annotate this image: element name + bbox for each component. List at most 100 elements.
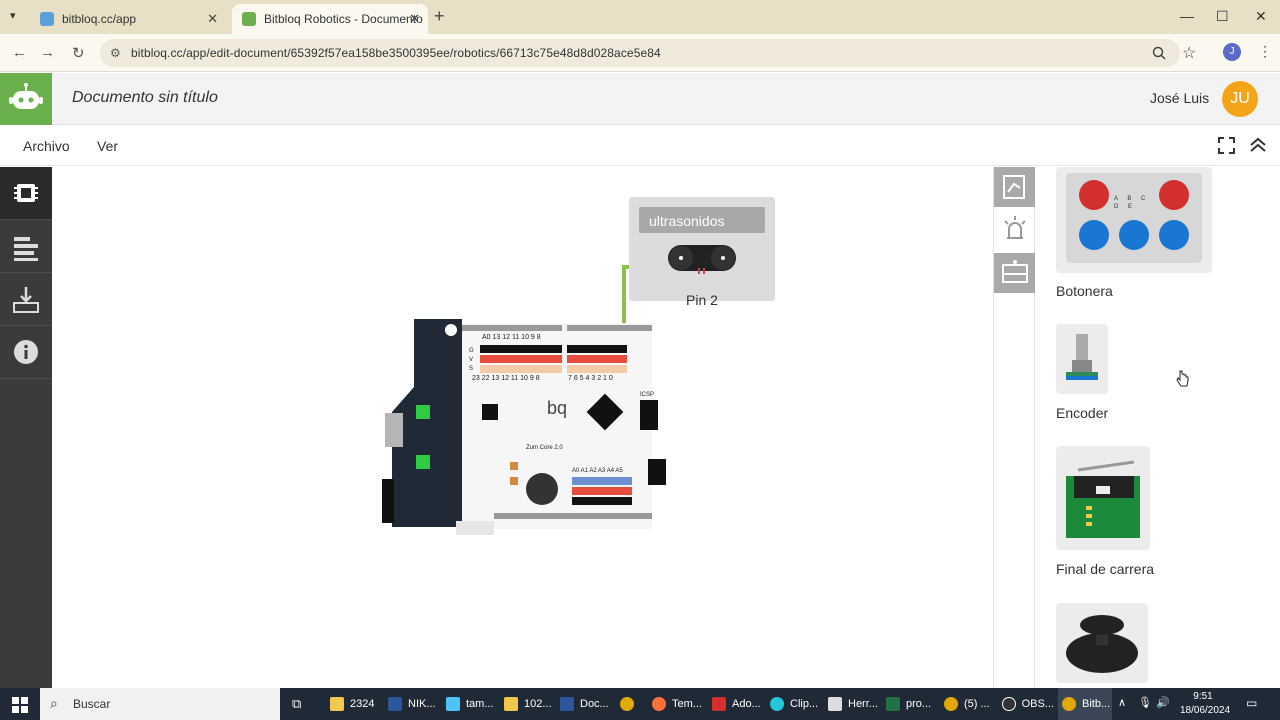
app-icon [446, 697, 460, 711]
taskbar-item[interactable]: tam... [446, 688, 498, 720]
browser-tab-robotics[interactable]: Bitbloq Robotics - Documento ✕ [232, 4, 428, 34]
taskbar-item-label: Tem... [672, 698, 702, 710]
taskbar-item[interactable]: NIK... [388, 688, 440, 720]
clock-time: 9:51 [1193, 691, 1213, 702]
taskbar-item-label: Bitb... [1082, 698, 1111, 710]
sidebar-upload[interactable] [0, 273, 52, 326]
taskbar-item[interactable]: Doc... [560, 688, 612, 720]
taskbar-item-label: pro... [906, 698, 932, 710]
hardware-canvas[interactable]: ultrasonidos Pin 2 [52, 167, 993, 688]
forward-icon[interactable]: → [40, 44, 55, 61]
taskbar-item[interactable] [620, 688, 644, 720]
user-name[interactable]: José Luis [1150, 90, 1210, 106]
header-labels: A0 13 12 11 10 9 8 [482, 334, 541, 341]
close-tab-icon[interactable]: ✕ [409, 11, 420, 26]
encoder-icon [1066, 334, 1098, 380]
notifications-icon[interactable]: ▭ [1246, 696, 1258, 710]
taskbar-item-label: 102... [524, 698, 552, 710]
component-label-final-de-carrera: Final de carrera [1056, 561, 1155, 577]
microphone-icon[interactable]: 🎙 [1138, 697, 1152, 709]
sidebar-hardware[interactable] [0, 167, 52, 220]
component-name-field[interactable]: ultrasonidos [639, 207, 765, 233]
tab-boards[interactable] [994, 167, 1035, 207]
user-avatar[interactable]: JU [1222, 81, 1258, 117]
volume-icon[interactable]: 🔊 [1156, 697, 1170, 709]
ultrasonic-sensor-icon [668, 245, 736, 274]
icsp-label: ICSP [640, 392, 655, 398]
acrobat-icon [712, 697, 726, 711]
taskbar-item-label: 2324 [350, 698, 375, 710]
button-pad-icon [1066, 173, 1202, 263]
windows-start-icon[interactable] [12, 697, 28, 713]
tab-robots[interactable] [994, 253, 1035, 293]
word-doc-icon [388, 697, 402, 711]
taskbar-item[interactable]: 102... [504, 688, 556, 720]
taskbar-item-label: OBS... [1021, 698, 1054, 710]
pin-letters: G V S [469, 348, 474, 372]
robot-kit-icon [1002, 260, 1028, 283]
component-botonera[interactable]: A B C D E [1056, 167, 1212, 273]
profile-avatar[interactable]: J [1223, 43, 1241, 61]
blocks-list-icon [14, 237, 38, 261]
tray-chevron-icon[interactable]: ∧ [1118, 697, 1127, 709]
taskbar-item[interactable]: Tem... [652, 688, 704, 720]
reload-icon[interactable]: ↻ [72, 45, 85, 62]
ultrasonic-component[interactable]: ultrasonidos Pin 2 [629, 197, 775, 308]
sidebar-info[interactable] [0, 326, 52, 379]
top-pin-numbers: 23 22 13 12 11 10 9 8 [472, 375, 540, 382]
pin-label: Pin 2 [686, 292, 718, 308]
component-final-de-carrera[interactable] [1056, 446, 1150, 550]
component-encoder[interactable] [1056, 324, 1108, 394]
taskbar-item-label: NIK... [408, 698, 436, 710]
tab-title: bitbloq.cc/app [62, 12, 137, 26]
maximize-icon[interactable]: ☐ [1216, 8, 1229, 24]
browser-menu-icon[interactable]: ⋮ [1258, 43, 1272, 59]
site-info-icon[interactable]: ⚙ [110, 46, 121, 60]
url-text: bitbloq.cc/app/edit-document/65392f57ea1… [131, 46, 661, 60]
collapse-icon[interactable] [1249, 136, 1267, 154]
chip-icon [14, 184, 38, 202]
right-pin-numbers: 7 6 5 4 3 2 1 0 [568, 375, 613, 382]
component-name: ultrasonidos [649, 213, 725, 229]
taskbar-item[interactable]: Ado... [712, 688, 764, 720]
sidebar-software[interactable] [0, 220, 52, 273]
clock-date: 18/06/2024 [1180, 705, 1231, 716]
taskbar-item[interactable]: OBS... [1002, 688, 1054, 720]
back-icon[interactable]: ← [12, 44, 27, 61]
folder-icon [330, 697, 344, 711]
component-joystick[interactable] [1056, 603, 1148, 683]
browser-tabbar: ▾ bitbloq.cc/app ✕ Bitbloq Robotics - Do… [0, 0, 1280, 34]
clipchamp-icon [770, 697, 784, 711]
tab-sensors[interactable] [994, 210, 1035, 250]
taskbar-item[interactable]: pro... [886, 688, 938, 720]
menubar: Archivo Ver [0, 126, 1280, 166]
windows-taskbar: ⌕ Buscar ⧉ 2324 NIK... tam... 102... Doc… [0, 688, 1280, 720]
zoom-icon[interactable] [1152, 46, 1166, 60]
bookmark-star-icon[interactable]: ☆ [1182, 45, 1197, 62]
joystick-icon [1066, 615, 1138, 673]
fullscreen-icon[interactable] [1218, 137, 1235, 154]
taskbar-item[interactable]: Clip... [770, 688, 822, 720]
taskbar-item[interactable]: 2324 [330, 688, 382, 720]
bitbloq-logo[interactable] [0, 73, 52, 125]
taskbar-item[interactable]: Herr... [828, 688, 880, 720]
taskbar-item-active[interactable]: Bitb... [1058, 688, 1112, 720]
zum-core-board[interactable]: A0 13 12 11 10 9 8 23 22 13 12 11 10 9 8… [382, 317, 668, 539]
taskbar-clock[interactable]: 9:51 18/06/2024 [1180, 690, 1231, 718]
close-tab-icon[interactable]: ✕ [207, 11, 218, 26]
taskbar-item-label: Clip... [790, 698, 819, 710]
close-window-icon[interactable]: ✕ [1255, 8, 1267, 24]
menu-archivo[interactable]: Archivo [23, 138, 70, 154]
address-bar[interactable]: ⚙ bitbloq.cc/app/edit-document/65392f57e… [100, 39, 1196, 67]
tab-search-icon[interactable]: ▾ [10, 10, 16, 22]
browser-tab-app[interactable]: bitbloq.cc/app ✕ [30, 4, 226, 34]
browser-toolbar: ← → ↻ ⚙ bitbloq.cc/app/edit-document/653… [0, 34, 1280, 72]
minimize-icon[interactable]: — [1180, 8, 1194, 24]
mouse-cursor-icon [1176, 370, 1189, 387]
taskbar-item[interactable]: (5) ... [944, 688, 996, 720]
new-tab-icon[interactable]: + [434, 6, 445, 26]
task-view-icon[interactable]: ⧉ [292, 696, 302, 711]
taskbar-search[interactable]: ⌕ Buscar [40, 688, 280, 720]
document-title[interactable]: Documento sin título [72, 89, 218, 106]
menu-ver[interactable]: Ver [97, 138, 119, 154]
